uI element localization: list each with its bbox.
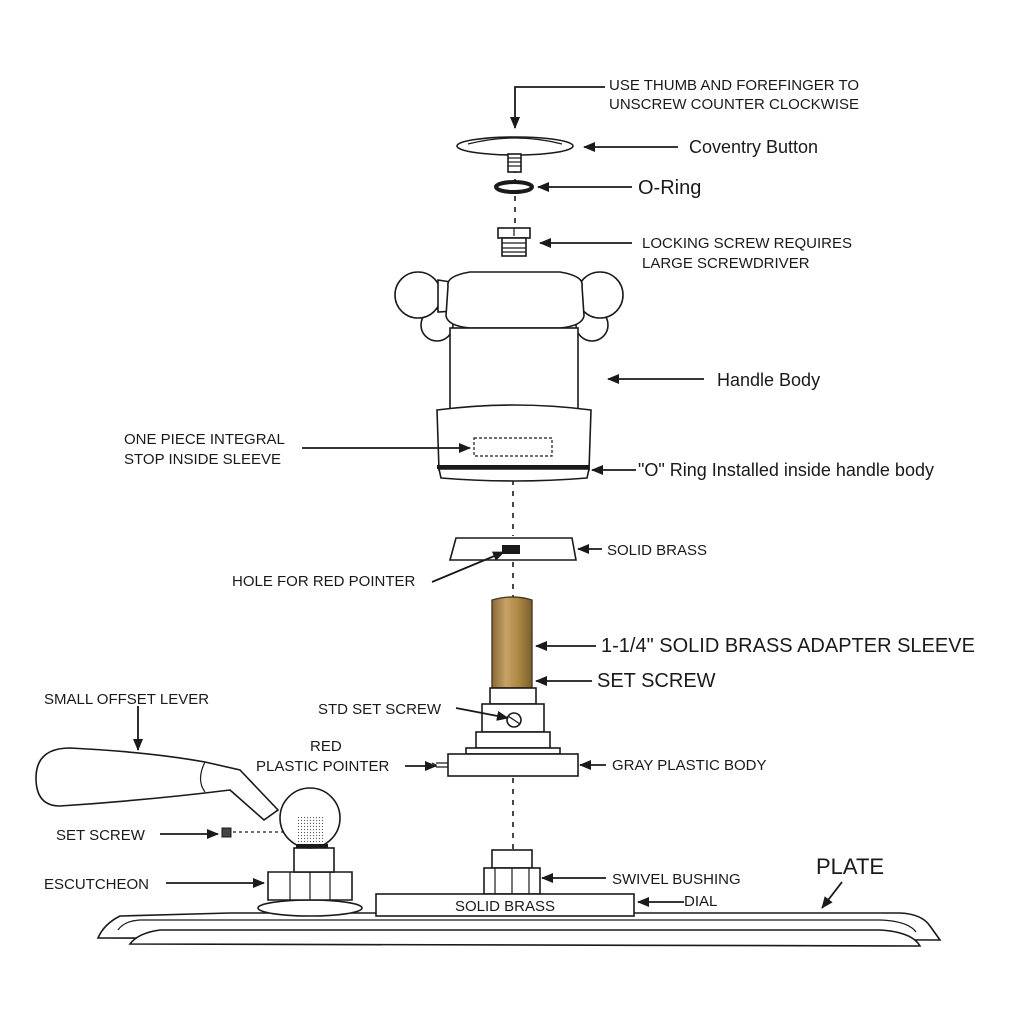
label-coventry-button: Coventry Button <box>689 137 818 157</box>
solid-brass-ring-part <box>448 537 577 561</box>
label-locking-line1: LOCKING SCREW REQUIRES <box>642 235 852 252</box>
label-red-line1: RED <box>310 738 342 755</box>
label-set-screw-lower: SET SCREW <box>56 827 146 844</box>
label-handle-body: Handle Body <box>717 370 820 390</box>
o-ring-part <box>494 180 534 194</box>
label-o-ring: O-Ring <box>638 177 701 199</box>
label-dial: DIAL <box>684 893 717 910</box>
label-o-ring-installed: "O" Ring Installed inside handle body <box>638 460 934 480</box>
coventry-button-part <box>456 136 574 173</box>
label-solid-brass-dial: SOLID BRASS <box>455 898 555 915</box>
label-integral-line2: STOP INSIDE SLEEVE <box>124 451 281 468</box>
escutcheon-part <box>257 847 363 917</box>
label-plate: PLATE <box>816 854 884 879</box>
labels: USE THUMB AND FOREFINGER TO UNSCREW COUN… <box>44 77 975 915</box>
label-integral-line1: ONE PIECE INTEGRAL <box>124 431 285 448</box>
label-red-line2: PLASTIC POINTER <box>256 758 390 775</box>
label-locking-line2: LARGE SCREWDRIVER <box>642 255 810 272</box>
label-adapter-sleeve: 1-1/4" SOLID BRASS ADAPTER SLEEVE <box>601 635 975 657</box>
label-escutcheon: ESCUTCHEON <box>44 876 149 893</box>
swivel-bushing-part <box>483 849 541 895</box>
solid-brass-dial-part <box>375 893 635 917</box>
label-solid-brass-top: SOLID BRASS <box>607 542 707 559</box>
plate-part <box>96 912 942 947</box>
label-gray-plastic-body: GRAY PLASTIC BODY <box>612 757 767 774</box>
label-std-set-screw: STD SET SCREW <box>318 701 442 718</box>
label-set-screw-upper: SET SCREW <box>597 670 716 692</box>
label-small-offset-lever: SMALL OFFSET LEVER <box>44 691 209 708</box>
gray-plastic-body-part <box>431 753 579 777</box>
valve-stem-part <box>465 687 561 755</box>
handle-body-part <box>394 271 624 482</box>
locking-screw-part <box>497 227 531 257</box>
offset-lever-part <box>35 747 341 849</box>
label-thumb-line1: USE THUMB AND FOREFINGER TO <box>609 77 859 94</box>
leader-lines <box>133 86 843 909</box>
adapter-sleeve-part <box>491 596 533 689</box>
label-hole-red-pointer: HOLE FOR RED POINTER <box>232 573 416 590</box>
label-swivel-bushing: SWIVEL BUSHING <box>612 871 741 888</box>
label-thumb-line2: UNSCREW COUNTER CLOCKWISE <box>609 96 859 113</box>
